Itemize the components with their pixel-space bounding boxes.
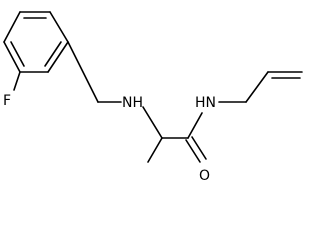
ring-bond-bottom-right (47, 41, 69, 73)
bond-ch2-to-vinyl (245, 71, 269, 103)
bond-alpha-carbon-to-methyl (147, 137, 163, 163)
bond-carbonyl-to-amide-n (187, 112, 203, 139)
bond-nh-to-alpha-carbon (142, 106, 163, 139)
ring-bond-bottom-left (3, 41, 21, 73)
bond-carbonyl-double-b (191, 136, 207, 160)
bond-carbonyl-double-a (185, 139, 201, 163)
amide-nh-label: HN (195, 95, 216, 111)
ring-double-bond-left (10, 41, 25, 67)
fluorine-label: F (3, 93, 11, 109)
benzene-ring (3, 11, 69, 73)
amine-nh-label: NH (122, 95, 143, 111)
ring-bond-top-right (49, 11, 69, 43)
chemical-structure-diagram: F NH HN O (3, 11, 303, 184)
ring-double-bond-right (44, 41, 62, 67)
carbonyl-oxygen-label: O (199, 168, 210, 184)
ring-bond-top-left (3, 11, 21, 43)
bond-ring-to-ch2 (67, 41, 99, 103)
bond-ring-to-fluorine (13, 71, 21, 91)
